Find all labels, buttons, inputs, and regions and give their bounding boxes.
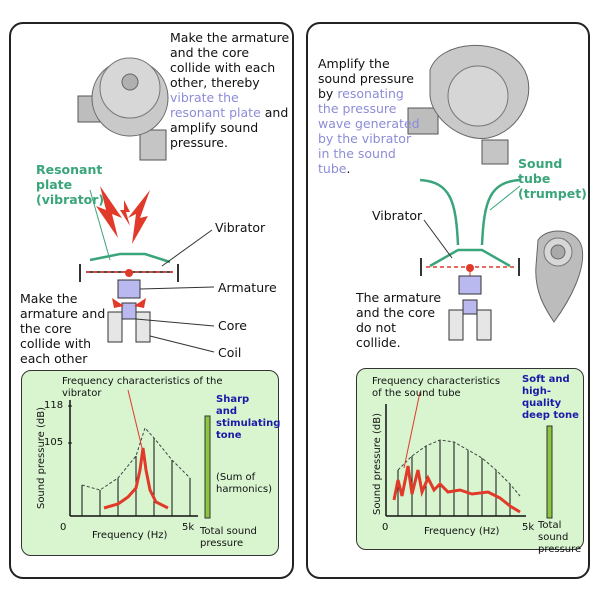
right-chart-tone: Soft and high-quality deep tone [522, 374, 579, 421]
left-chart-title: Frequency characteristics of the vibrato… [62, 376, 223, 399]
collide-note: Make the armature and the core collide w… [20, 291, 106, 366]
right-chart-box [356, 368, 584, 550]
core-label: Core [218, 318, 247, 333]
left-chart-x0: 0 [60, 522, 67, 533]
right-vibrator-label: Vibrator [372, 208, 423, 223]
left-chart-y118: 118 [44, 400, 64, 411]
armature-label: Armature [218, 280, 277, 295]
left-description: Make the armature and the core collide w… [170, 30, 290, 150]
resonant-plate-label: Resonant plate (vibrator) [36, 162, 105, 207]
left-chart-x5k: 5k [182, 522, 195, 533]
right-chart-ylabel: Sound pressure (dB) [372, 412, 383, 516]
left-chart-total: Total sound pressure [200, 526, 257, 549]
left-chart-y105: 105 [44, 437, 64, 448]
left-chart-harmonics: (Sum of harmonics) [216, 472, 272, 495]
left-chart-tone: Sharp and stimulating tone [216, 394, 281, 441]
right-chart-title: Frequency characteristics of the sound t… [372, 376, 501, 399]
trumpet-spiral-icon [535, 230, 584, 323]
vibrator-label: Vibrator [215, 220, 266, 235]
sound-tube-label: Sound tube (trumpet) [518, 156, 587, 201]
right-chart-xlabel: Frequency (Hz) [424, 526, 500, 537]
horn-left-icon [77, 57, 169, 161]
right-chart-x0: 0 [382, 522, 389, 533]
right-chart-total: Total sound pressure [538, 520, 582, 555]
left-chart-box [21, 370, 279, 556]
horn-right-icon [407, 45, 530, 165]
no-collide-note: The armature and the core do not collide… [356, 290, 442, 350]
right-chart-x5k: 5k [522, 522, 535, 533]
left-chart-xlabel: Frequency (Hz) [92, 530, 168, 541]
right-description: Amplify the sound pressure by resonating… [318, 56, 420, 176]
coil-label: Coil [218, 345, 242, 360]
